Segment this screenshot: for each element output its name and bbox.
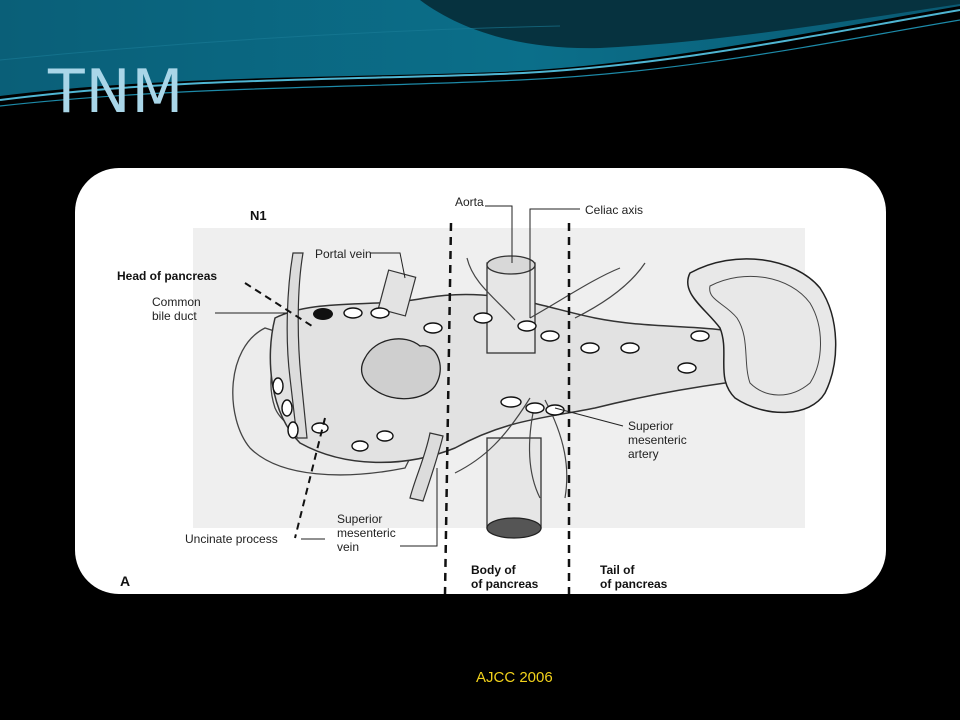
superior-mesenteric-vein-label-line2: mesenteric xyxy=(337,526,396,540)
header-wave-banner xyxy=(0,0,960,107)
positive-lymph-node xyxy=(313,308,333,320)
body-of-pancreas-label-line1: Body of xyxy=(471,563,517,577)
uncinate-process-label: Uncinate process xyxy=(185,532,278,546)
smv-shape xyxy=(409,432,444,502)
common-bile-duct-label-line2: bile duct xyxy=(152,309,197,323)
superior-mesenteric-artery-label-line3: artery xyxy=(628,447,659,461)
superior-mesenteric-vein-label-line1: Superior xyxy=(337,512,382,526)
aorta-label: Aorta xyxy=(455,195,484,209)
tail-of-pancreas-label-line2: of pancreas xyxy=(600,577,668,591)
n1-stage-label: N1 xyxy=(250,208,267,223)
celiac-axis-label: Celiac axis xyxy=(585,203,643,217)
superior-mesenteric-artery-label-line1: Superior xyxy=(628,419,673,433)
superior-mesenteric-artery-label-line2: mesenteric xyxy=(628,433,687,447)
body-of-pancreas-label-line2: of pancreas xyxy=(471,577,539,591)
duodenum-shape xyxy=(232,327,422,476)
common-bile-duct-shape xyxy=(286,252,308,439)
anatomy-figure-panel: N1 Head of pancreas Common bile duct Por… xyxy=(75,168,886,594)
tail-of-pancreas-label-line1: Tail of xyxy=(600,563,635,577)
source-citation: AJCC 2006 xyxy=(476,669,553,686)
head-of-pancreas-label: Head of pancreas xyxy=(117,269,217,283)
pancreas-shape xyxy=(269,293,766,464)
pancreas-lymph-node-diagram: N1 Head of pancreas Common bile duct Por… xyxy=(117,195,837,594)
aorta-shape xyxy=(486,262,536,354)
portal-vein-shape xyxy=(377,269,417,317)
superior-mesenteric-vein-label-line3: vein xyxy=(337,540,359,554)
slide-title: TNM xyxy=(48,57,185,127)
body-boundary-left xyxy=(443,222,453,594)
common-bile-duct-label-line1: Common xyxy=(152,295,201,309)
portal-vein-label: Portal vein xyxy=(315,247,372,261)
aorta-lumen xyxy=(486,517,542,539)
spleen-shape xyxy=(687,258,837,414)
pancreatic-head-tumor xyxy=(360,338,441,400)
figure-panel-letter: A xyxy=(120,573,130,589)
